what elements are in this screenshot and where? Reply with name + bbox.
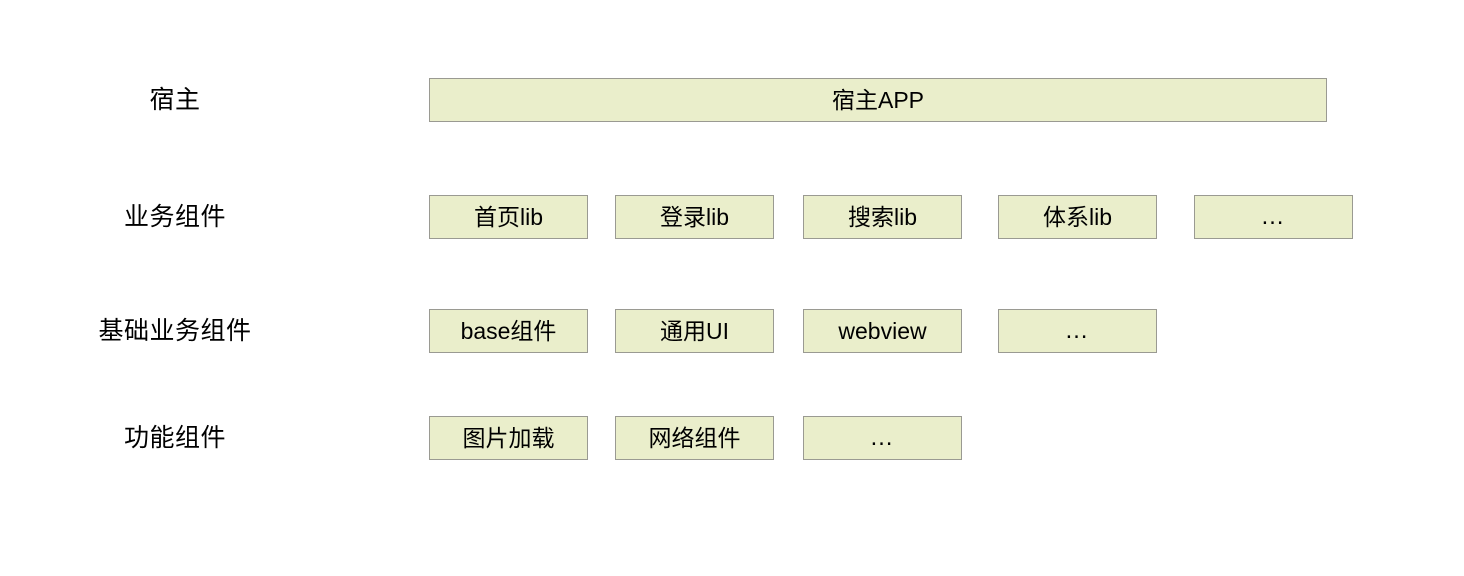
layer-row-base-business: 基础业务组件 base组件 通用UI webview … — [0, 309, 1464, 353]
layer-label-business: 业务组件 — [123, 202, 226, 231]
node-business-more[interactable]: … — [1194, 195, 1353, 239]
node-host-app[interactable]: 宿主APP — [429, 78, 1327, 122]
layer-label-function: 功能组件 — [123, 423, 226, 452]
node-system-lib[interactable]: 体系lib — [998, 195, 1157, 239]
node-function-more[interactable]: … — [803, 416, 962, 460]
node-base-component[interactable]: base组件 — [429, 309, 588, 353]
node-home-lib[interactable]: 首页lib — [429, 195, 588, 239]
layer-row-function: 功能组件 图片加载 网络组件 … — [0, 416, 1464, 460]
node-webview[interactable]: webview — [803, 309, 962, 353]
node-image-loading[interactable]: 图片加载 — [429, 416, 588, 460]
node-base-business-more[interactable]: … — [998, 309, 1157, 353]
node-common-ui[interactable]: 通用UI — [615, 309, 774, 353]
node-login-lib[interactable]: 登录lib — [615, 195, 774, 239]
layer-label-base-business: 基础业务组件 — [98, 316, 252, 345]
node-search-lib[interactable]: 搜索lib — [803, 195, 962, 239]
layer-row-host: 宿主 宿主APP — [0, 78, 1464, 122]
node-network-component[interactable]: 网络组件 — [615, 416, 774, 460]
layer-label-host: 宿主 — [149, 85, 201, 114]
layer-row-business: 业务组件 首页lib 登录lib 搜索lib 体系lib … — [0, 195, 1464, 239]
